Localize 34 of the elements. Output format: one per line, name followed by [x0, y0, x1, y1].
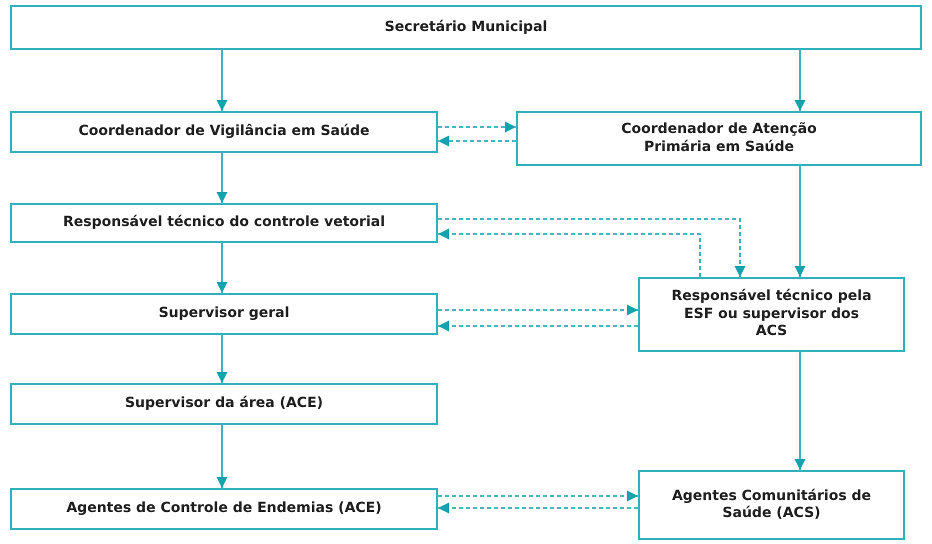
- arrow: [216, 335, 228, 383]
- process-box: [10, 293, 438, 335]
- arrow: [438, 502, 638, 514]
- process-box: [10, 383, 438, 425]
- arrow: [438, 218, 746, 277]
- process-box: [516, 111, 922, 166]
- box-text: Supervisor geral: [158, 305, 290, 323]
- arrow: [438, 136, 516, 146]
- arrow: [216, 425, 228, 488]
- box-text: Responsável técnico do controle vetorial: [62, 214, 386, 232]
- box-text: Secretário Municipal: [384, 18, 548, 36]
- process-box: [10, 203, 438, 243]
- process-box: [10, 5, 922, 50]
- arrow: [438, 320, 638, 332]
- box-text: Agentes de Controle de Endemias (ACE): [65, 500, 383, 518]
- arrow: [794, 166, 806, 277]
- process-box: [638, 277, 905, 352]
- box-text: Agentes Comunitários de Saúde (ACS): [670, 488, 872, 522]
- arrow: [438, 304, 638, 316]
- arrow: [438, 228, 701, 277]
- arrow: [216, 153, 228, 203]
- box-text: Coordenador de Atenção Primária em Saúde: [620, 121, 818, 156]
- box-text: Supervisor da área (ACE): [124, 395, 324, 413]
- arrow: [438, 122, 516, 132]
- arrow: [794, 50, 806, 111]
- process-box: [638, 470, 905, 540]
- box-text: Coordenador de Vigilância em Saúde: [78, 123, 370, 141]
- arrow: [794, 352, 806, 470]
- arrow: [216, 243, 228, 293]
- arrow: [438, 490, 638, 502]
- process-box: [10, 488, 438, 530]
- arrow: [216, 50, 228, 111]
- process-box: [10, 111, 438, 153]
- box-text: Responsável técnico pela ESF ou supervisor dos ACS: [670, 288, 873, 341]
